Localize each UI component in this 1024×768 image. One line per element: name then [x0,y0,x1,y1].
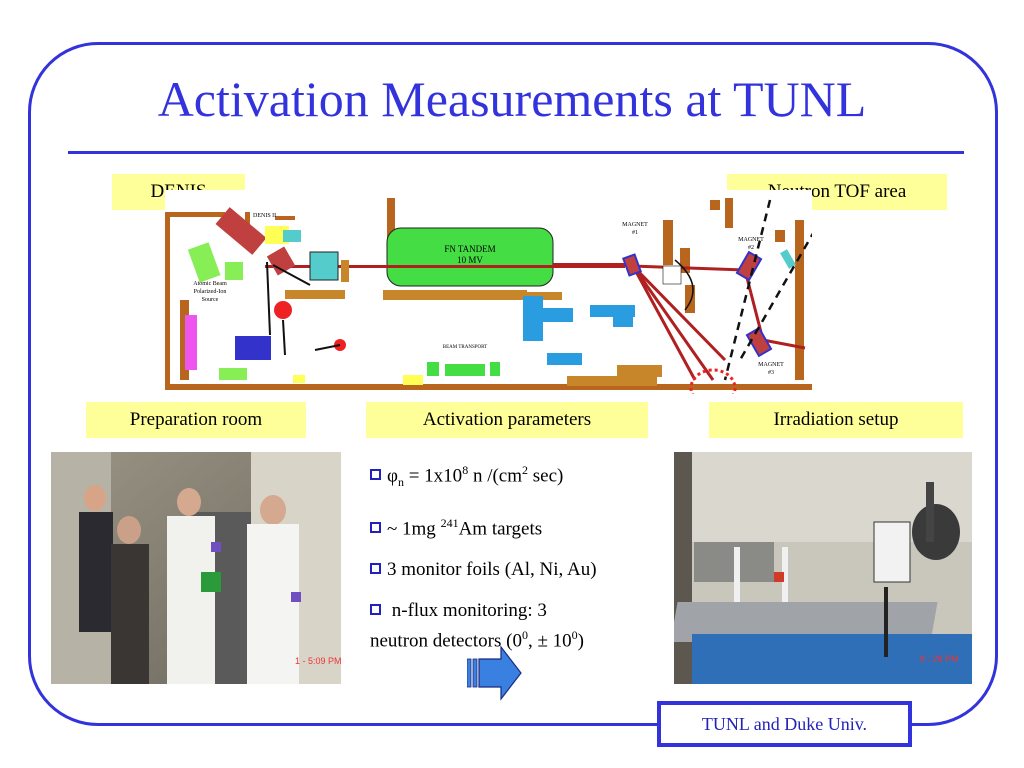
checkbox-bullet-icon [370,469,381,481]
diagram-tandem-energy: 10 MV [457,255,483,265]
irradiation-setup-photo: 8 : 28 PM [674,452,972,684]
diagram-denis-label: DENIS II [253,213,276,219]
checkbox-bullet-icon [370,604,381,616]
bullet-monitor-foils: 3 monitor foils (Al, Ni, Au) [370,558,670,582]
diagram-source-line1: Atomic Beam [193,281,227,287]
bullet-am-targets: ~ 1mg 241Am targets [370,511,670,541]
diagram-source-line3: Source [202,297,219,303]
diagram-beam-transport-label: BEAM TRANSPORT [443,345,487,350]
label-preparation-room: Preparation room [86,402,306,438]
checkbox-bullet-icon [370,563,381,575]
diagram-magnet2-label: MAGNET [738,237,764,243]
irradiation-photo-timestamp: 8 : 28 PM [920,654,959,664]
facility-layout-diagram: FN TANDEM 10 MV DENIS II Atomic Beam Pol… [165,190,812,394]
diagram-magnet1-number: #1 [632,230,638,236]
diagram-magnet3-label: MAGNET [758,362,784,368]
preparation-room-photo: 1 - 5:09 PM [51,452,341,684]
title-divider [68,151,964,154]
slide-frame [28,42,998,726]
diagram-source-line2: Polarized-Ion [194,289,227,295]
diagram-tandem-label: FN TANDEM [444,244,495,254]
diagram-magnet3-number: #3 [768,370,774,376]
activation-parameters-list: φn = 1x108 n /(cm2 sec) ~ 1mg 241Am targ… [370,458,670,671]
diagram-magnet1-label: MAGNET [622,222,648,228]
right-arrow-icon [467,645,522,701]
preparation-photo-timestamp: 1 - 5:09 PM [295,656,341,666]
checkbox-bullet-icon [370,522,381,534]
footer-text: TUNL and Duke Univ. [701,714,868,734]
label-irradiation-setup: Irradiation setup [709,402,963,438]
bullet-neutron-flux: φn = 1x108 n /(cm2 sec) [370,458,670,494]
bullet-flux-monitoring: n-flux monitoring: 3 neutron detectors (… [370,600,584,652]
label-activation-parameters: Activation parameters [366,402,648,438]
slide-title: Activation Measurements at TUNL [157,71,867,127]
diagram-magnet2-number: #2 [748,245,754,251]
footer-box: TUNL and Duke Univ. [657,701,912,747]
